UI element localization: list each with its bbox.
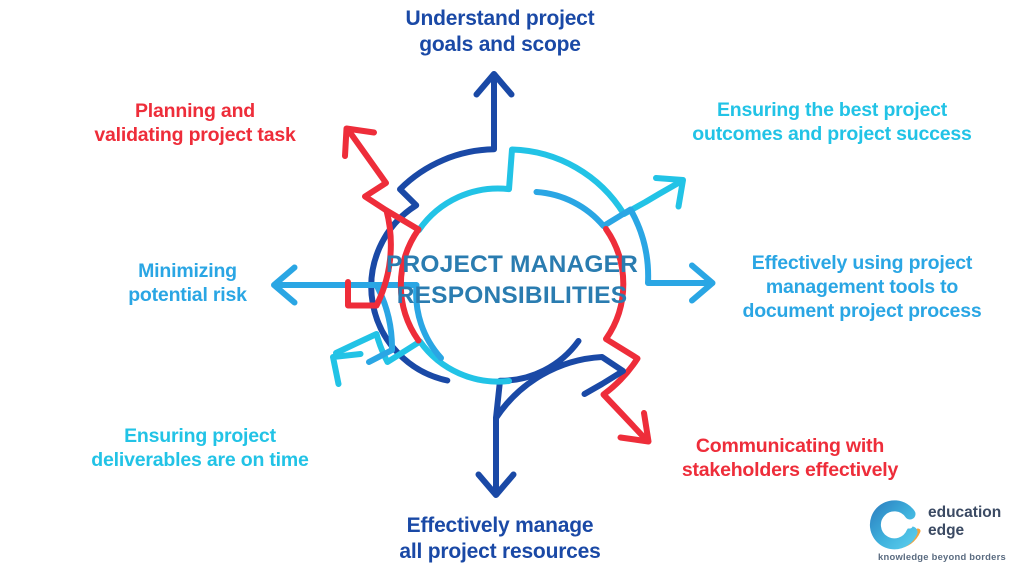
label-communicating-with-stakeholders: Communicating with stakeholders effectiv… — [681, 435, 899, 481]
cycle-arc-top-left-tail — [346, 128, 390, 214]
label-minimizing-potential-risk: Minimizing potential risk — [128, 260, 247, 306]
label-ensuring-deliverables-on-time: Ensuring project deliverables are on tim… — [91, 425, 309, 471]
cycle-arc-top-right — [416, 146, 683, 233]
cycle-arrowhead-right — [689, 262, 716, 304]
cycle-segment-bottom-left — [330, 331, 512, 387]
label-effectively-manage-resources: Effectively manage all project resources — [399, 514, 601, 563]
label-ensuring-best-project-outcomes: Ensuring the best project outcomes and p… — [692, 99, 972, 145]
cycle-arc-bottom-left — [333, 331, 512, 385]
cycle-arc-bottom-right — [600, 226, 648, 442]
cycle-segment-top-left — [342, 125, 422, 344]
cycle-arc-left — [366, 282, 444, 365]
cycle-arrowhead-top — [473, 71, 515, 98]
label-effectively-using-project-management-tools: Effectively using project management too… — [742, 252, 982, 322]
cycle-arc-right — [533, 189, 713, 286]
cycle-segment-bottom-right — [600, 226, 652, 445]
cycle-segment-bottom — [475, 338, 626, 498]
logo-tagline: knowledge beyond borders — [878, 551, 1006, 562]
logo-name-line-1: education — [928, 504, 1002, 521]
cycle-arc-top-left — [345, 207, 422, 344]
logo-name-line-2: edge — [928, 522, 965, 540]
cycle-arrowhead-bottom-left — [330, 351, 364, 387]
label-planning-validating-project-task: Planning and validating project task — [94, 100, 296, 146]
education-edge-logo: education edge knowledge beyond borders — [866, 500, 1014, 566]
cycle-arrowhead-bottom — [475, 471, 517, 498]
education-edge-logo-mark-icon — [869, 500, 921, 550]
cycle-arrowhead-top-left — [342, 125, 377, 159]
label-understand-project-goals: Understand project goals and scope — [405, 7, 595, 56]
center-title: PROJECT MANAGER RESPONSIBILITIES — [385, 251, 639, 309]
cycle-arrowhead-top-right — [653, 175, 686, 210]
cycle-arc-bottom — [493, 338, 626, 421]
cycle-arrowhead-bottom-right — [617, 410, 652, 445]
cycle-segment-right — [533, 189, 716, 304]
cycle-arrowhead-left — [271, 264, 298, 306]
logo-wordmark: education edge — [928, 504, 1014, 541]
cycle-segment-left — [271, 264, 444, 365]
cycle-segment-top-right — [416, 146, 686, 233]
